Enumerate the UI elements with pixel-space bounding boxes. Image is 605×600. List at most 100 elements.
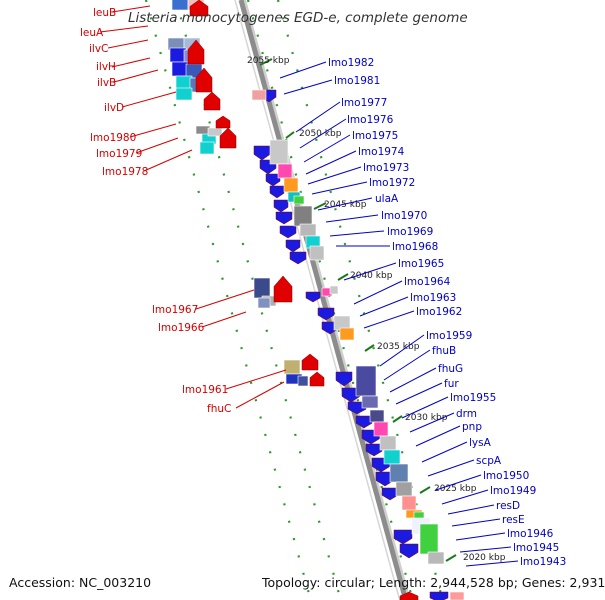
gene-leader-line: [225, 369, 287, 390]
gene-leader-line: [99, 25, 149, 33]
gene-leader-line: [295, 101, 341, 133]
right-gene-segment: [389, 463, 409, 483]
gene-leader-line: [353, 280, 403, 305]
right-gene-arrow-blue: [393, 529, 413, 545]
left-gene-arrow-red: [203, 91, 221, 111]
gene-leader-line: [389, 367, 437, 393]
right-gene-segment: [251, 89, 267, 101]
right-gene-segment: [269, 139, 289, 165]
gene-leader-line: [427, 459, 475, 477]
gene-label-right: lmo1972: [369, 177, 415, 189]
right-gene-arrow-blue: [265, 173, 281, 187]
gene-leader-line: [435, 474, 482, 491]
kbp-tick-mark: [364, 344, 375, 352]
kbp-tick-label: 2020 kbp: [463, 553, 506, 563]
gene-label-right: lmo1962: [416, 306, 462, 318]
gene-label-right: scpA: [476, 455, 502, 467]
kbp-tick-mark: [259, 58, 273, 66]
gene-label-right: resD: [496, 500, 520, 512]
gene-leader-line: [459, 546, 512, 553]
right-gene-segment: [361, 395, 379, 409]
right-gene-arrow-blue: [253, 145, 271, 161]
gene-label-right: lmo1959: [426, 330, 472, 342]
gene-leader-line: [201, 311, 247, 328]
gene-label-right: drm: [456, 408, 477, 420]
gene-leader-line: [299, 118, 347, 149]
right-gene-segment: [329, 285, 339, 295]
gene-label-left: lmo1978: [102, 166, 148, 178]
gene-label-right: lmo1965: [398, 258, 444, 270]
kbp-tick-label: 2045 kbp: [324, 200, 367, 210]
right-gene-segment: [379, 435, 397, 451]
gene-label-right: lmo1969: [387, 226, 433, 238]
accession-text: Accession: NC_003210: [9, 575, 152, 590]
left-gene-segment: [169, 47, 187, 63]
gene-leader-line: [325, 214, 379, 223]
gene-leader-line: [379, 334, 425, 367]
gene-leader-line: [135, 137, 179, 154]
left-gene-segment: [283, 359, 301, 375]
gene-label-left: lmo1961: [182, 384, 228, 396]
left-gene-arrow-red: [215, 115, 231, 129]
gene-leader-line: [317, 197, 373, 211]
left-gene-segment: [253, 277, 271, 299]
right-gene-segment: [283, 177, 299, 193]
right-gene-arrow-blue: [429, 591, 449, 600]
gene-label-right: lmo1964: [404, 276, 451, 288]
gene-leader-line: [111, 5, 151, 13]
gene-label-right: pnp: [462, 421, 482, 433]
left-gene-segment: [257, 297, 271, 309]
kbp-tick-label: 2035 kbp: [377, 342, 420, 352]
gene-leader-line: [465, 560, 519, 567]
genome-title: Listeria monocytogenes EGD-e, complete g…: [128, 10, 468, 26]
kbp-tick-mark: [445, 554, 457, 562]
gene-label-right: lmo1973: [363, 162, 409, 174]
gene-label-right: lmo1946: [507, 528, 554, 540]
kbp-tick-label: 2050 kbp: [299, 129, 342, 139]
kbp-tick-mark: [285, 131, 295, 139]
kbp-tick-mark: [337, 273, 349, 281]
right-gene-segment: [299, 223, 317, 237]
gene-leader-line: [363, 310, 415, 329]
gene-label-right: lmo1955: [450, 392, 496, 404]
right-gene-segment: [277, 163, 293, 179]
left-gene-segment: [207, 127, 223, 137]
right-gene-arrow-blue: [273, 199, 289, 213]
right-gene-arrow-blue: [335, 371, 353, 387]
gene-leader-line: [307, 166, 362, 185]
kbp-tick-label: 2030 kbp: [405, 413, 448, 423]
gene-leader-line: [447, 504, 495, 515]
gene-leader-line: [359, 296, 409, 317]
kbp-tick-label: 2040 kbp: [350, 271, 393, 281]
right-gene-segment: [401, 495, 417, 511]
gene-leader-line: [195, 289, 255, 310]
right-gene-arrow-blue: [275, 211, 293, 225]
right-gene-segment: [419, 523, 439, 555]
gene-label-right: lmo1977: [341, 97, 387, 109]
left-gene-arrow-red: [189, 0, 209, 17]
left-gene-arrow-red: [309, 371, 325, 387]
right-gene-segment: [373, 421, 389, 437]
left-gene-arrow-red: [273, 275, 293, 303]
gene-label-right: lmo1949: [490, 485, 536, 497]
gene-leader-line: [421, 441, 468, 463]
gene-label-right: lysA: [469, 437, 492, 449]
gene-label-right: lmo1950: [483, 470, 529, 482]
right-gene-segment: [427, 551, 445, 565]
left-gene-segment: [171, 0, 189, 11]
gene-label-right: lmo1976: [347, 114, 394, 126]
gene-label-right: lmo1963: [410, 292, 456, 304]
kbp-tick-mark: [313, 202, 327, 210]
left-gene-arrow-red: [219, 127, 237, 149]
right-gene-arrow-blue: [285, 239, 301, 253]
right-gene-arrow-blue: [355, 415, 373, 429]
gene-leader-line: [451, 518, 501, 527]
left-gene-segment: [199, 141, 215, 155]
left-gene-arrow-red: [187, 39, 205, 65]
right-gene-segment: [355, 365, 377, 397]
right-gene-arrow-blue: [289, 251, 307, 265]
gene-label-left: lmo1979: [96, 148, 142, 160]
gene-leader-line: [415, 425, 461, 447]
left-gene-segment: [175, 87, 193, 101]
